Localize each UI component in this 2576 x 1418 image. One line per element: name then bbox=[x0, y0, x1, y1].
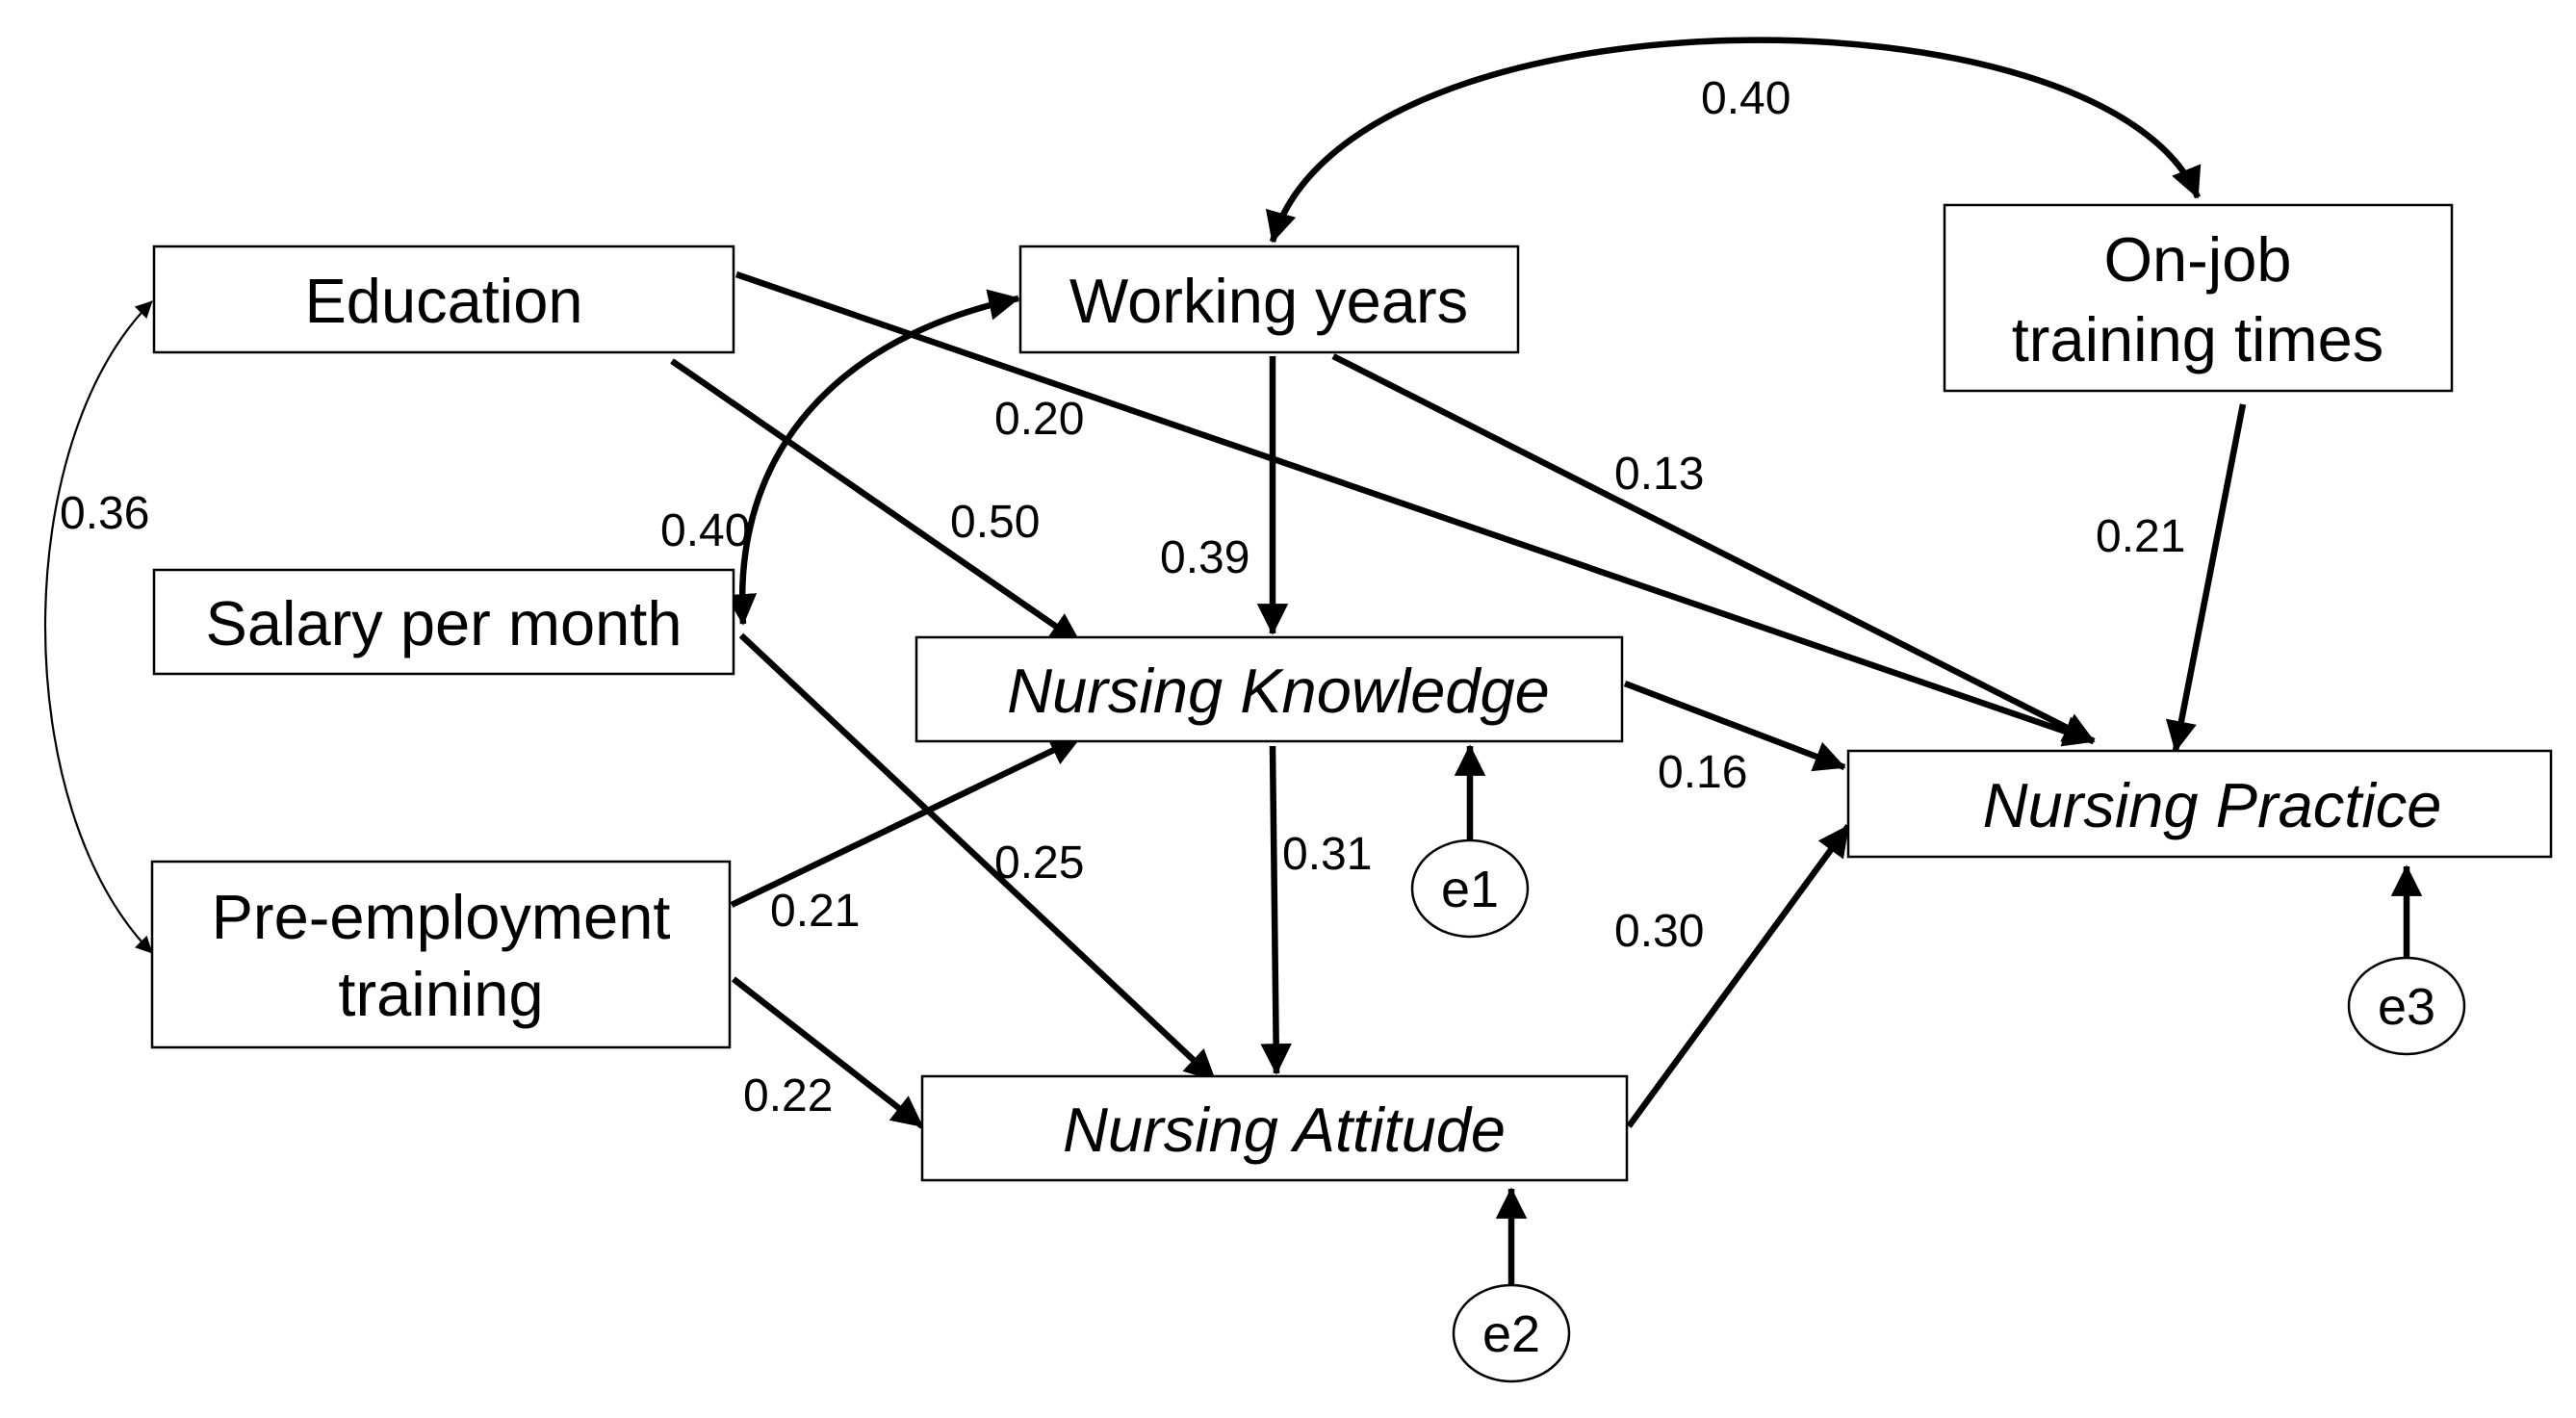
error-e3: e3 bbox=[2347, 956, 2466, 1056]
node-preemployment-label-line1: Pre-employment bbox=[212, 882, 671, 952]
path-attitude-practice bbox=[1626, 824, 1851, 1128]
path-education-knowledge bbox=[670, 358, 1082, 646]
coef-education-practice: 0.20 bbox=[994, 394, 1084, 445]
node-attitude-label: Nursing Attitude bbox=[1063, 1095, 1506, 1165]
node-education-label: Education bbox=[304, 266, 582, 336]
error-e2: e2 bbox=[1452, 1283, 1571, 1383]
node-salary-per-month: Salary per month bbox=[152, 568, 735, 676]
path-preemployment-attitude bbox=[732, 976, 924, 1129]
node-on-job-training-times: On-job training times bbox=[1943, 203, 2454, 393]
corr-workingyears-ontraining bbox=[1266, 37, 2202, 244]
path-education-practice bbox=[734, 271, 2096, 747]
node-salary-label: Salary per month bbox=[206, 588, 683, 658]
corr-workingyears-salary bbox=[725, 289, 1020, 626]
error-e3-label: e3 bbox=[2378, 978, 2435, 1036]
coef-knowledge-attitude: 0.31 bbox=[1282, 829, 1372, 880]
path-workingyears-practice bbox=[1331, 353, 2096, 744]
coef-preemployment-attitude: 0.22 bbox=[743, 1070, 833, 1122]
path-knowledge-practice bbox=[1623, 680, 1846, 772]
node-knowledge-label: Nursing Knowledge bbox=[1007, 656, 1550, 726]
coef-education-salary-corr: 0.36 bbox=[60, 488, 149, 539]
path-salary-attitude bbox=[738, 632, 1218, 1083]
error-e1: e1 bbox=[1410, 838, 1530, 939]
coef-salary-attitude: 0.25 bbox=[994, 838, 1084, 889]
coef-workingyears-knowledge: 0.39 bbox=[1160, 532, 1249, 583]
path-knowledge-attitude bbox=[1260, 745, 1292, 1075]
coef-workingyears-salary-corr: 0.40 bbox=[660, 505, 750, 556]
coef-ontraining-practice: 0.21 bbox=[2096, 511, 2185, 562]
coef-workingyears-practice: 0.13 bbox=[1614, 449, 1704, 500]
node-nursing-knowledge: Nursing Knowledge bbox=[914, 635, 1624, 743]
coef-education-knowledge: 0.50 bbox=[950, 497, 1040, 548]
node-nursing-practice: Nursing Practice bbox=[1846, 749, 2553, 859]
node-practice-label: Nursing Practice bbox=[1983, 770, 2442, 840]
path-ontraining-practice bbox=[2165, 403, 2247, 753]
node-working-years: Working years bbox=[1018, 245, 1520, 354]
coef-attitude-practice: 0.30 bbox=[1614, 906, 1704, 957]
coef-preemployment-knowledge: 0.21 bbox=[770, 886, 860, 937]
coef-knowledge-practice: 0.16 bbox=[1658, 747, 1747, 798]
node-nursing-attitude: Nursing Attitude bbox=[920, 1074, 1629, 1182]
node-pre-employment-training: Pre-employment training bbox=[150, 860, 732, 1049]
error-e1-label: e1 bbox=[1441, 861, 1499, 918]
error-e2-label: e2 bbox=[1482, 1305, 1540, 1363]
coefficient-labels: 0.36 0.40 0.40 0.20 0.50 0.39 0.13 0.21 … bbox=[60, 73, 2185, 1122]
node-education: Education bbox=[152, 245, 735, 354]
corr-education-pretraining bbox=[44, 300, 153, 954]
coef-workingyears-ontraining-corr: 0.40 bbox=[1701, 73, 1790, 124]
node-workingyears-label: Working years bbox=[1069, 266, 1468, 336]
node-onjob-label-line2: training times bbox=[2012, 304, 2384, 374]
node-onjob-label-line1: On-job bbox=[2103, 224, 2291, 295]
node-preemployment-label-line2: training bbox=[338, 959, 543, 1029]
edges bbox=[44, 37, 2423, 1285]
path-preemployment-knowledge bbox=[730, 735, 1082, 908]
